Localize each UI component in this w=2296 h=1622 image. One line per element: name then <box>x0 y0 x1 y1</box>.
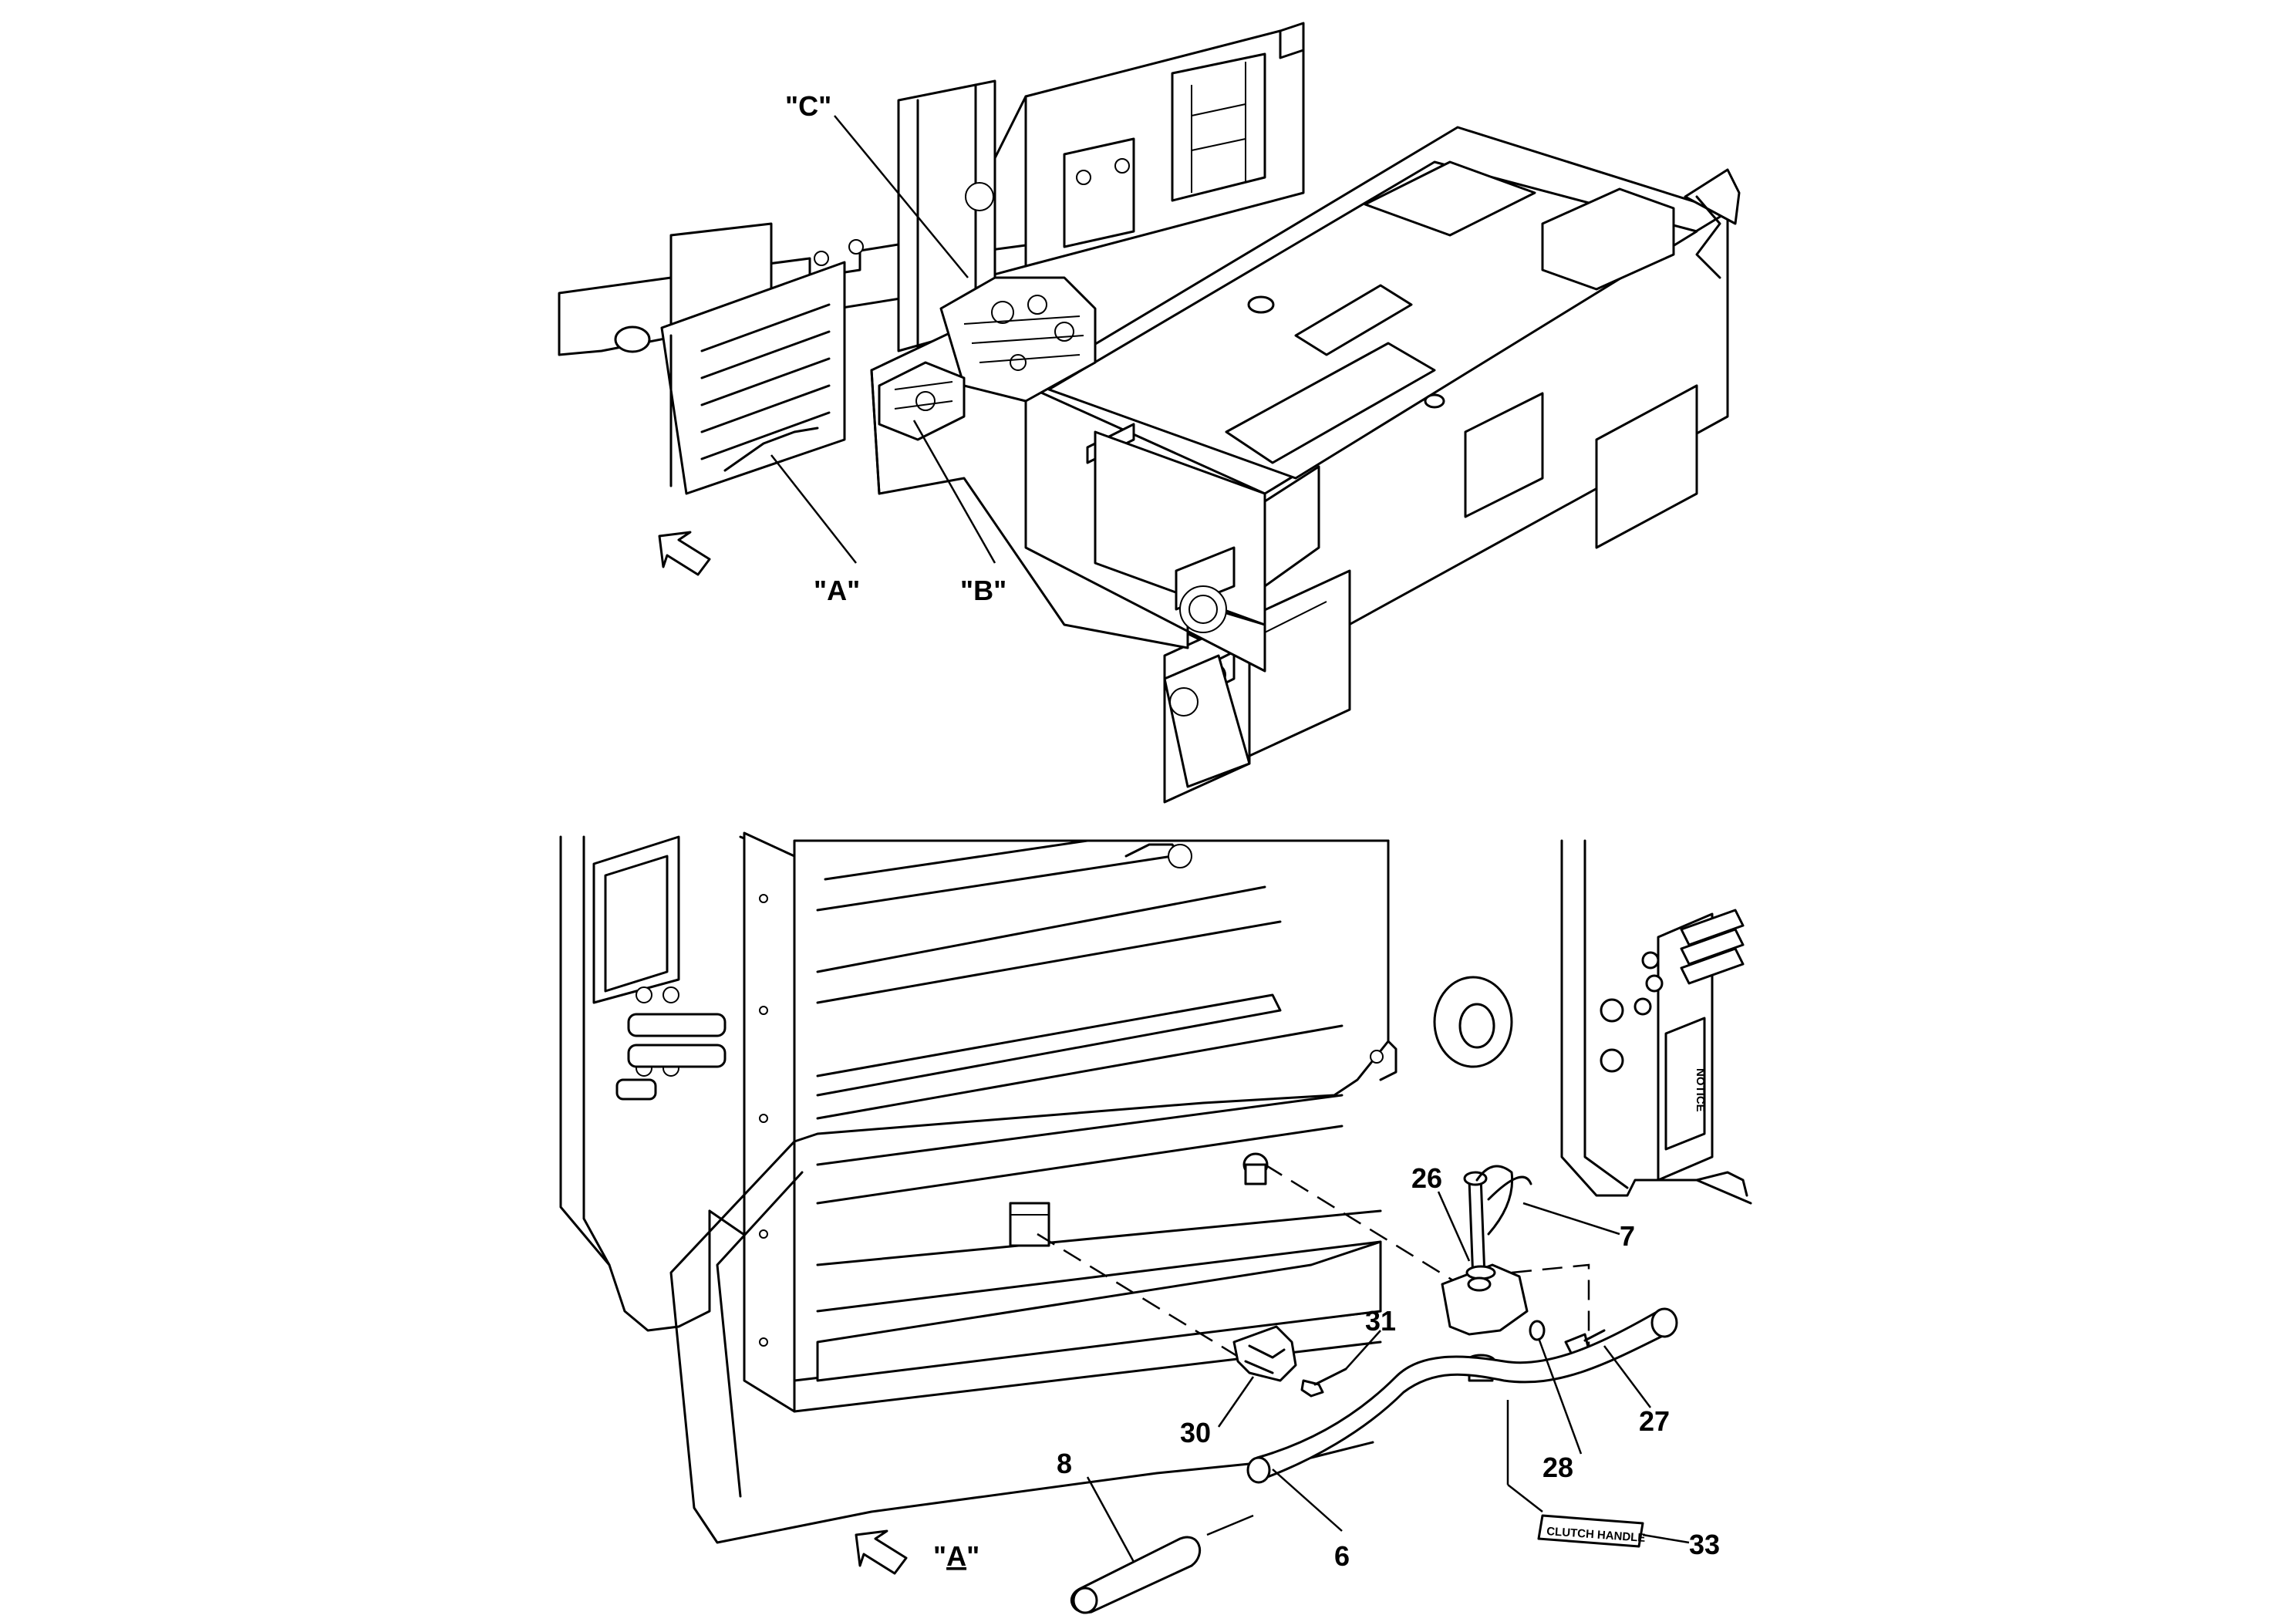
side-panel: NOTICE <box>1560 839 1752 1205</box>
leader-28 <box>1537 1337 1583 1455</box>
part-number-7: 7 <box>1620 1220 1635 1252</box>
front-frame-section <box>870 295 1266 788</box>
leader-b <box>912 420 996 564</box>
leader-8 <box>1086 1476 1135 1563</box>
part-number-6: 6 <box>1334 1540 1350 1572</box>
callout-a: "A" <box>814 575 860 606</box>
assembly-line-pin <box>1264 1163 1466 1290</box>
leader-33 <box>1642 1533 1690 1544</box>
overview-view-direction-arrow <box>658 531 711 576</box>
leader-grip-to-handle <box>1206 1514 1254 1536</box>
part-28-washer <box>1529 1320 1546 1341</box>
leader-a <box>770 454 857 564</box>
callout-c: "C" <box>785 90 831 122</box>
leader-6 <box>1272 1469 1343 1532</box>
part-30-clip <box>1232 1325 1297 1382</box>
chassis-frame-overview: "C" "A" "B" <box>558 22 1741 804</box>
part-6-clutch-handle <box>1246 1307 1678 1484</box>
part-number-30: 30 <box>1180 1417 1211 1448</box>
callout-b: "B" <box>960 575 1006 606</box>
part-number-8: 8 <box>1057 1448 1072 1479</box>
radiator-door <box>660 261 846 495</box>
detail-view-letter: A <box>946 1540 966 1572</box>
leader-c <box>834 115 969 278</box>
view-direction-arrow-icon <box>855 1529 908 1575</box>
leader-26 <box>1437 1191 1471 1262</box>
assembly-line-plate <box>1511 1263 1590 1350</box>
leader-7 <box>1522 1202 1620 1236</box>
part-8-grip <box>1070 1536 1202 1614</box>
part-33-clutch-handle-decal: CLUTCH HANDLE <box>1537 1514 1646 1548</box>
part-number-28: 28 <box>1542 1452 1573 1483</box>
part-number-33: 33 <box>1689 1529 1720 1560</box>
leader-31 <box>1345 1330 1381 1370</box>
view-direction-arrow-icon <box>658 531 711 576</box>
detail-view-a: NOTICE <box>559 831 1752 1614</box>
leader-27 <box>1603 1345 1651 1408</box>
notice-decal: NOTICE <box>1694 1068 1707 1112</box>
engine-pump-assembly <box>878 276 1097 441</box>
part-number-27: 27 <box>1639 1405 1670 1437</box>
part-31-screw <box>1300 1367 1347 1398</box>
part-number-31: 31 <box>1365 1305 1396 1337</box>
mounting-boss <box>1433 976 1513 1068</box>
part-number-26: 26 <box>1411 1162 1442 1194</box>
grille-panel <box>669 839 1397 1544</box>
detail-view-label: "A" <box>933 1540 979 1572</box>
assembly-line-bracket <box>1037 1233 1266 1374</box>
radiator-housing <box>559 831 796 1413</box>
frame-bracket <box>1009 1202 1050 1247</box>
part-26-pin <box>1463 1165 1532 1282</box>
leader-30 <box>1217 1376 1255 1428</box>
